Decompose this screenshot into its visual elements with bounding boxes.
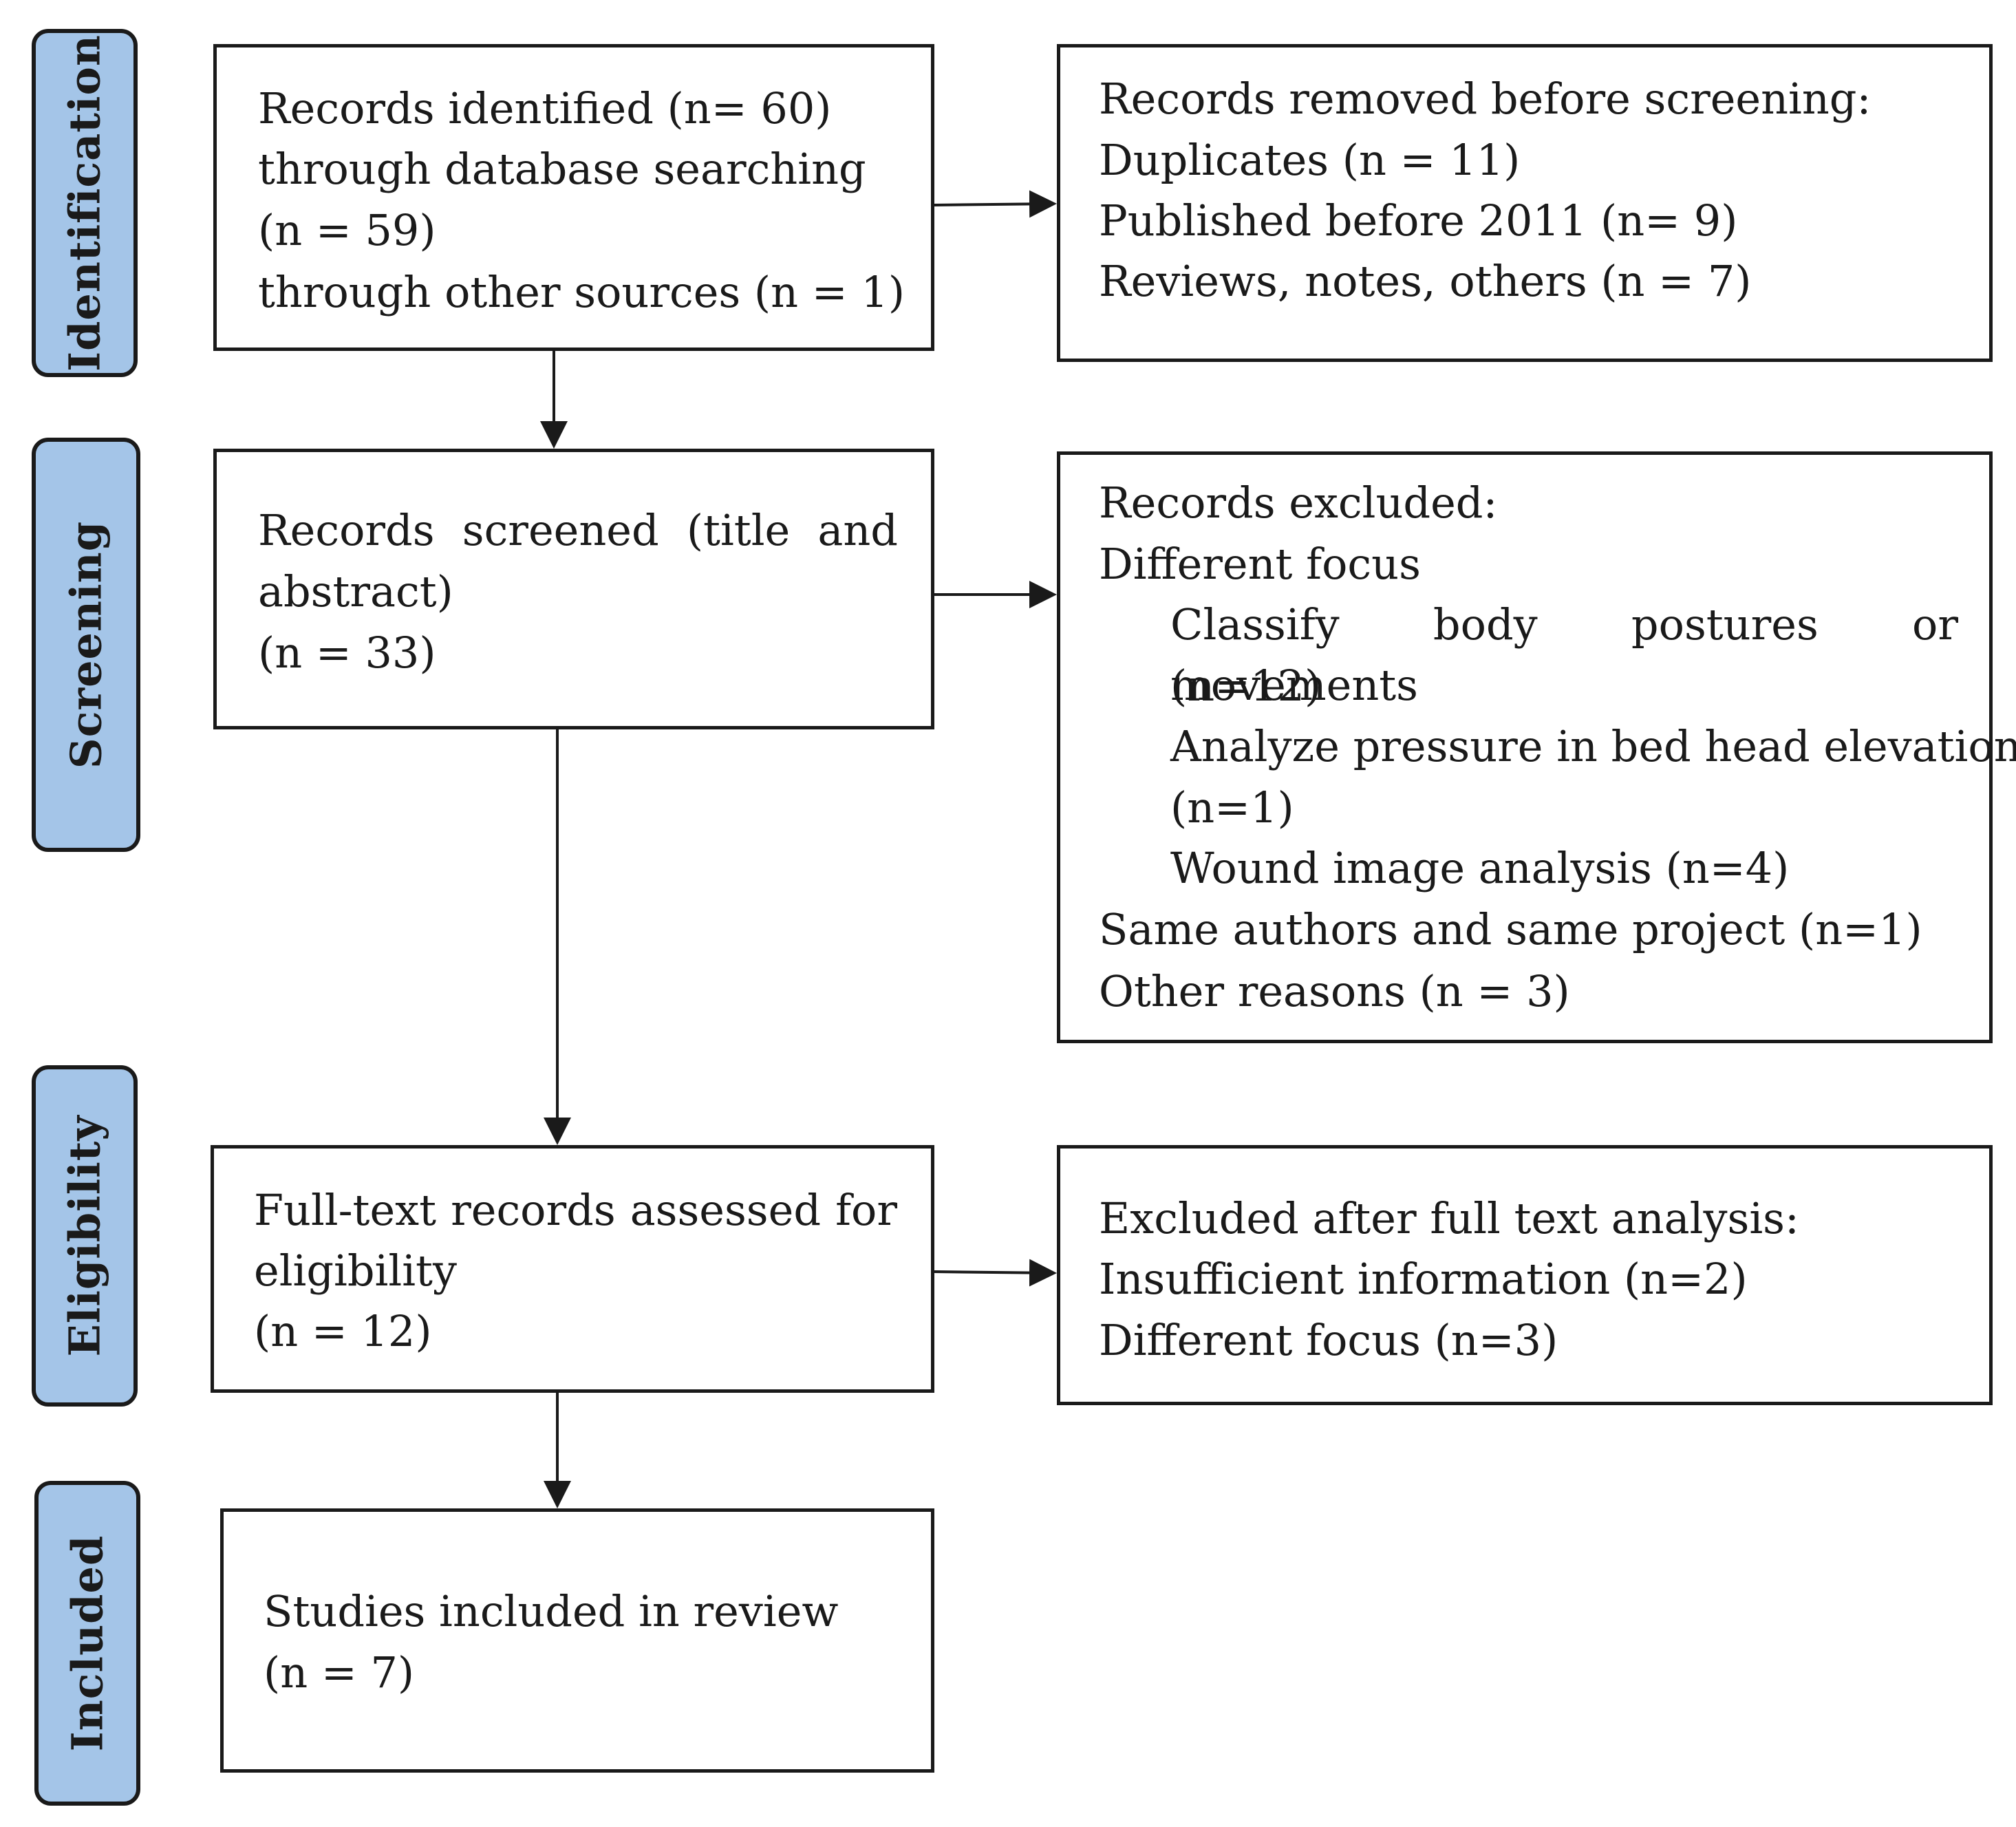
- studies-included-line-2: (n = 7): [264, 1647, 415, 1698]
- stage-screening-label: Screening: [61, 520, 111, 769]
- records-excluded-line-6: (n=1): [1170, 782, 1294, 833]
- excluded-fulltext-line-3: Different focus (n=3): [1099, 1315, 1558, 1365]
- records-removed-line-4: Reviews, notes, others (n = 7): [1099, 256, 1752, 306]
- arrow-fulltext-to-excluded: [934, 1259, 1057, 1287]
- records-removed-box: Records removed before screening: Duplic…: [1057, 44, 1993, 362]
- records-excluded-line-2: Different focus: [1099, 539, 1421, 589]
- stage-eligibility: Eligibility: [32, 1065, 138, 1407]
- records-excluded-line-9: Other reasons (n = 3): [1099, 966, 1570, 1016]
- records-excluded-line-5: Analyze pressure in bed head elevation: [1170, 721, 2016, 771]
- stage-identification-label: Identification: [59, 34, 110, 372]
- excluded-fulltext-box: Excluded after full text analysis: Insuf…: [1057, 1145, 1993, 1405]
- records-removed-line-3: Published before 2011 (n= 9): [1099, 195, 1738, 246]
- records-removed-line-1: Records removed before screening:: [1099, 74, 1872, 124]
- records-screened-line-1: Records screened (title and: [258, 505, 898, 555]
- records-excluded-line-8: Same authors and same project (n=1): [1099, 904, 1922, 954]
- records-identified-line-1: Records identified (n= 60): [258, 83, 832, 133]
- records-excluded-line-4: (n=12): [1170, 661, 1322, 711]
- stage-eligibility-label: Eligibility: [59, 1115, 110, 1357]
- records-identified-line-2: through database searching: [258, 144, 866, 194]
- records-excluded-line-1: Records excluded:: [1099, 478, 1498, 528]
- stage-included-label: Included: [62, 1535, 113, 1752]
- fulltext-records-line-2: eligibility: [254, 1246, 457, 1296]
- studies-included-line-1: Studies included in review: [264, 1586, 839, 1636]
- fulltext-records-line-1: Full-text records assessed for: [254, 1185, 897, 1235]
- excluded-fulltext-line-1: Excluded after full text analysis:: [1099, 1193, 1799, 1243]
- records-screened-line-2: abstract): [258, 566, 453, 617]
- records-identified-box: Records identified (n= 60) through datab…: [213, 44, 934, 351]
- stage-included: Included: [34, 1481, 140, 1806]
- excluded-fulltext-line-2: Insufficient information (n=2): [1099, 1254, 1748, 1304]
- fulltext-records-line-3: (n = 12): [254, 1306, 432, 1356]
- records-excluded-line-7: Wound image analysis (n=4): [1170, 843, 1790, 893]
- records-excluded-box: Records excluded: Different focus Classi…: [1057, 451, 2016, 1043]
- stage-screening: Screening: [32, 438, 140, 852]
- records-screened-box: Records screened (title and abstract) (n…: [213, 449, 934, 729]
- records-excluded-line-3: Classify body postures or movements: [1170, 599, 1958, 710]
- records-removed-line-2: Duplicates (n = 11): [1099, 135, 1521, 185]
- stage-identification: Identification: [32, 29, 138, 377]
- arrow-identified-to-removed: [934, 190, 1057, 218]
- records-identified-line-4: through other sources (n = 1): [258, 267, 905, 317]
- records-screened-line-3: (n = 33): [258, 628, 436, 678]
- studies-included-box: Studies included in review (n = 7): [220, 1508, 934, 1773]
- records-identified-line-3: (n = 59): [258, 205, 436, 255]
- fulltext-records-box: Full-text records assessed for eligibili…: [211, 1145, 934, 1393]
